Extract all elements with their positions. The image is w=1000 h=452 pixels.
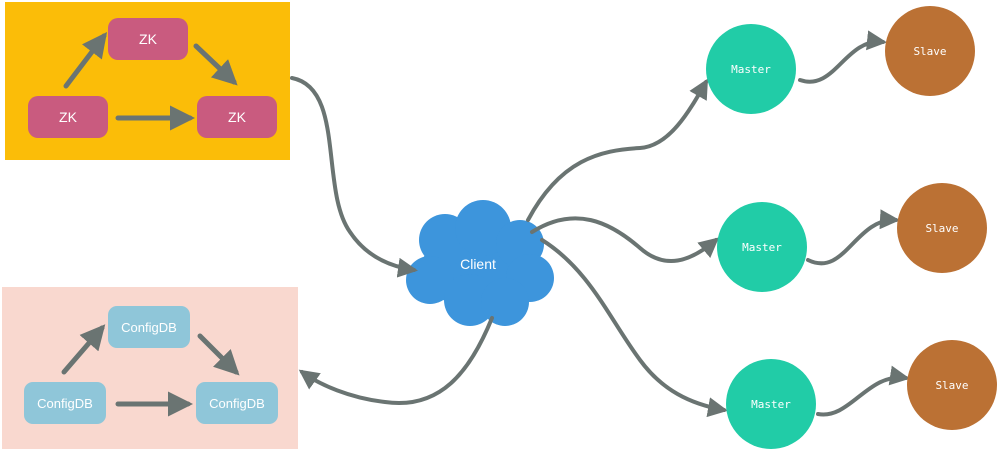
master-1-to-slave-1-connector — [798, 30, 887, 84]
slave-node-3-label: Slave — [935, 378, 969, 392]
slave-node-2-label: Slave — [925, 221, 959, 235]
master-node-2-label: Master — [742, 240, 782, 254]
configdb-node-left: ConfigDB — [24, 382, 106, 424]
client-to-master-1-connector — [526, 78, 708, 222]
zk-to-client-connector — [290, 76, 418, 278]
master-3-to-slave-3-connector — [816, 365, 910, 417]
client-to-configdb-connector — [298, 316, 494, 406]
slave-node-2: Slave — [897, 183, 987, 273]
slave-node-1: Slave — [885, 6, 975, 96]
configdb-node-top: ConfigDB — [108, 306, 190, 348]
slave-node-3: Slave — [907, 340, 997, 430]
zk-arrow-top-to-right — [193, 43, 238, 86]
master-node-1: Master — [706, 24, 796, 114]
master-node-3-label: Master — [751, 397, 791, 411]
configdb-node-left-label: ConfigDB — [37, 395, 93, 411]
zk-node-left-label: ZK — [59, 109, 77, 125]
client-label: Client — [460, 256, 496, 272]
config-arrow-left-to-top — [61, 324, 106, 375]
master-2-to-slave-2-connector — [806, 209, 900, 266]
configdb-node-top-label: ConfigDB — [121, 319, 177, 335]
zk-node-top-label: ZK — [139, 31, 157, 47]
master-node-2: Master — [717, 202, 807, 292]
zk-node-right: ZK — [197, 96, 277, 138]
client-cloud-icon — [406, 200, 554, 326]
configdb-node-right-label: ConfigDB — [209, 395, 265, 411]
configdb-node-right: ConfigDB — [196, 382, 278, 424]
config-arrow-top-to-right — [197, 333, 240, 376]
zk-node-top: ZK — [108, 18, 188, 60]
master-node-1-label: Master — [731, 62, 771, 76]
client-to-master-2-connector — [530, 216, 720, 264]
zk-arrow-left-to-top — [63, 32, 108, 89]
slave-node-1-label: Slave — [913, 44, 947, 58]
master-node-3: Master — [726, 359, 816, 449]
zk-node-right-label: ZK — [228, 109, 246, 125]
zk-node-left: ZK — [28, 96, 108, 138]
client-to-master-3-connector — [540, 238, 728, 418]
